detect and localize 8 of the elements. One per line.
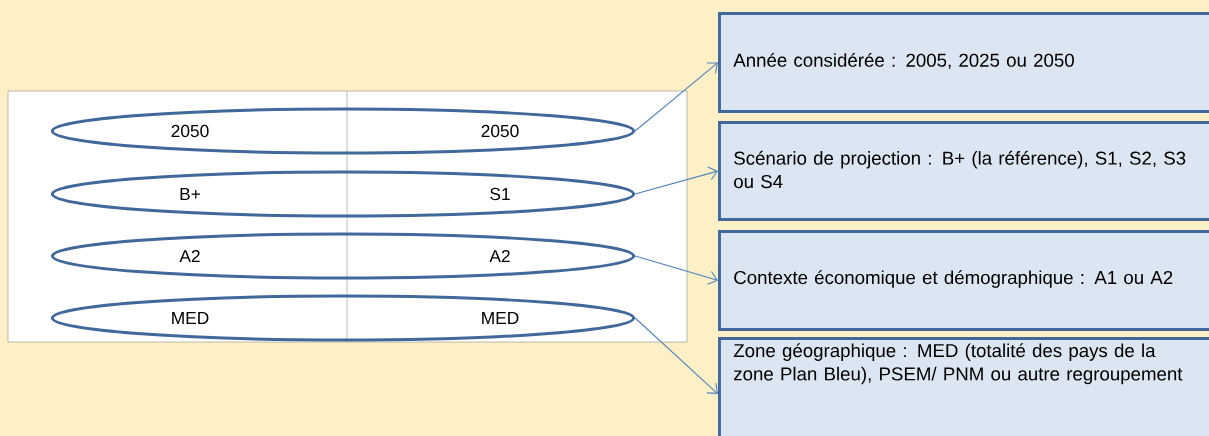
text-box: Année considérée : 2005, 2025 ou 2050 bbox=[718, 12, 1209, 113]
arrow bbox=[634, 166, 718, 195]
arrow bbox=[634, 62, 718, 132]
arrow bbox=[634, 317, 718, 394]
text-box: Scénario de projection : B+ (la référence), S1, S2, S3 ou S4 bbox=[718, 121, 1209, 221]
text-box: Contexte économique et démographique : A1 ou A2 bbox=[718, 230, 1209, 331]
arrow bbox=[634, 255, 718, 285]
text-box: Zone géographique : MED (totalité des pays de la zone Plan Bleu), PSEM/ PNM ou autre regroupement bbox=[718, 337, 1209, 436]
